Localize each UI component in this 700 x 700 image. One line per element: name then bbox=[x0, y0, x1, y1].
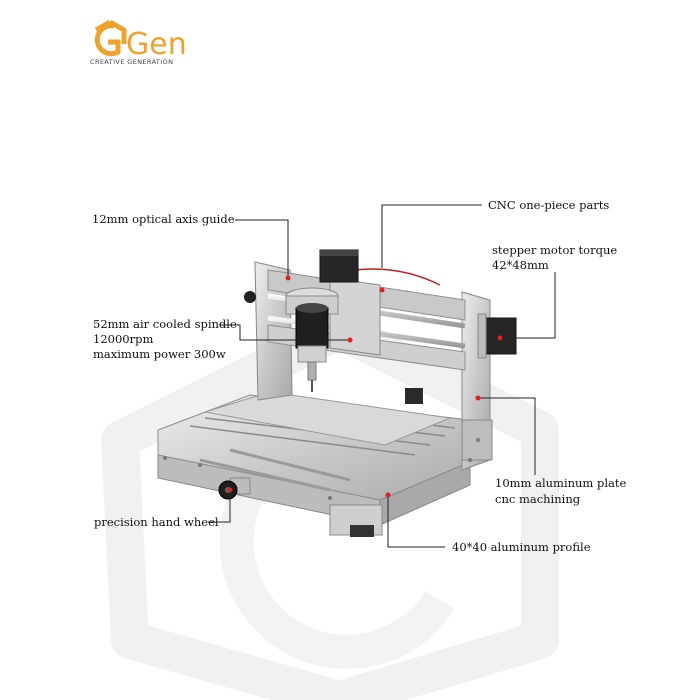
callout-dot bbox=[475, 395, 481, 401]
callout-dot bbox=[379, 287, 385, 293]
label-precision-hand-wheel: precision hand wheel bbox=[94, 515, 219, 529]
label-stepper-motor-size: 42*48mm bbox=[492, 258, 549, 272]
label-spindle-power: maximum power 300w bbox=[93, 347, 226, 361]
label-cnc-machining: cnc machining bbox=[495, 492, 581, 506]
callout-dot bbox=[385, 492, 391, 498]
label-stepper-motor-torque: stepper motor torque bbox=[492, 243, 618, 257]
label-aluminum-plate: 10mm aluminum plate bbox=[495, 476, 627, 490]
callout-dot bbox=[497, 335, 503, 341]
brand-logo: Gen bbox=[94, 19, 187, 62]
label-optical-axis-guide: 12mm optical axis guide bbox=[92, 212, 235, 226]
callout-dot bbox=[285, 275, 291, 281]
label-spindle-rpm: 12000rpm bbox=[93, 332, 154, 346]
callout-dot bbox=[227, 487, 233, 493]
label-spindle-diameter: 52mm air cooled spindle bbox=[93, 317, 237, 331]
label-aluminum-profile: 40*40 aluminum profile bbox=[452, 540, 591, 554]
callout-dot bbox=[347, 337, 353, 343]
brand-name: Gen bbox=[126, 27, 187, 62]
brand-tagline: CREATIVE GENERATION bbox=[90, 58, 174, 66]
label-cnc-one-piece-parts: CNC one-piece parts bbox=[488, 198, 610, 212]
